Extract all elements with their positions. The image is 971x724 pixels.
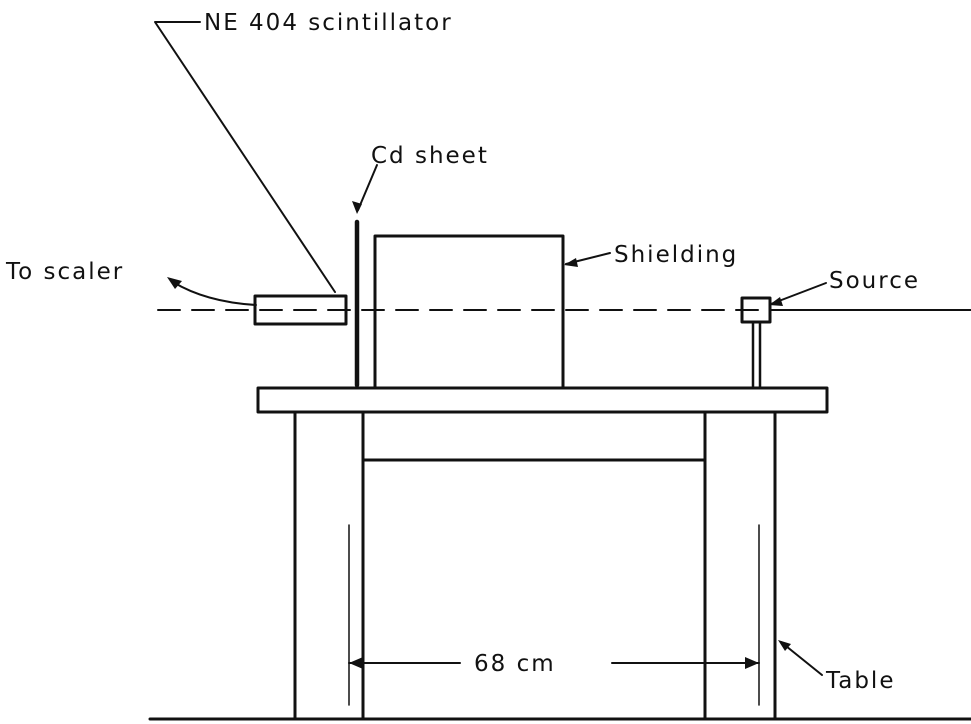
- cd-sheet-leader: [357, 164, 378, 211]
- to-scaler-leader: [172, 281, 257, 306]
- table-leg-left: [293, 410, 365, 721]
- table-top: [256, 386, 829, 414]
- table-arrowhead: [778, 640, 791, 651]
- source-label: Source: [829, 268, 920, 294]
- source-arrowhead: [769, 297, 783, 306]
- distance-label: 68 cm: [474, 651, 556, 677]
- cd-sheet-label: Cd sheet: [371, 143, 489, 169]
- table-leg-right: [703, 410, 777, 721]
- dimension-arrowhead-right: [745, 657, 759, 669]
- to-scaler-arrowhead: [167, 277, 182, 289]
- dimension-arrowhead-left: [349, 657, 363, 669]
- shielding-block: [373, 234, 565, 390]
- scintillator-label: NE 404 scintillator: [204, 10, 453, 36]
- cd-sheet-arrowhead: [352, 201, 362, 214]
- scintillator-detector: [253, 294, 348, 326]
- shielding-arrowhead: [564, 258, 578, 267]
- shielding-label: Shielding: [614, 242, 738, 268]
- distance-dimension: 68 cm: [348, 651, 760, 677]
- to-scaler-label: To scaler: [5, 259, 124, 285]
- scintillator-leader: [154, 21, 336, 293]
- source-box: [740, 296, 772, 324]
- table-label: Table: [825, 668, 895, 694]
